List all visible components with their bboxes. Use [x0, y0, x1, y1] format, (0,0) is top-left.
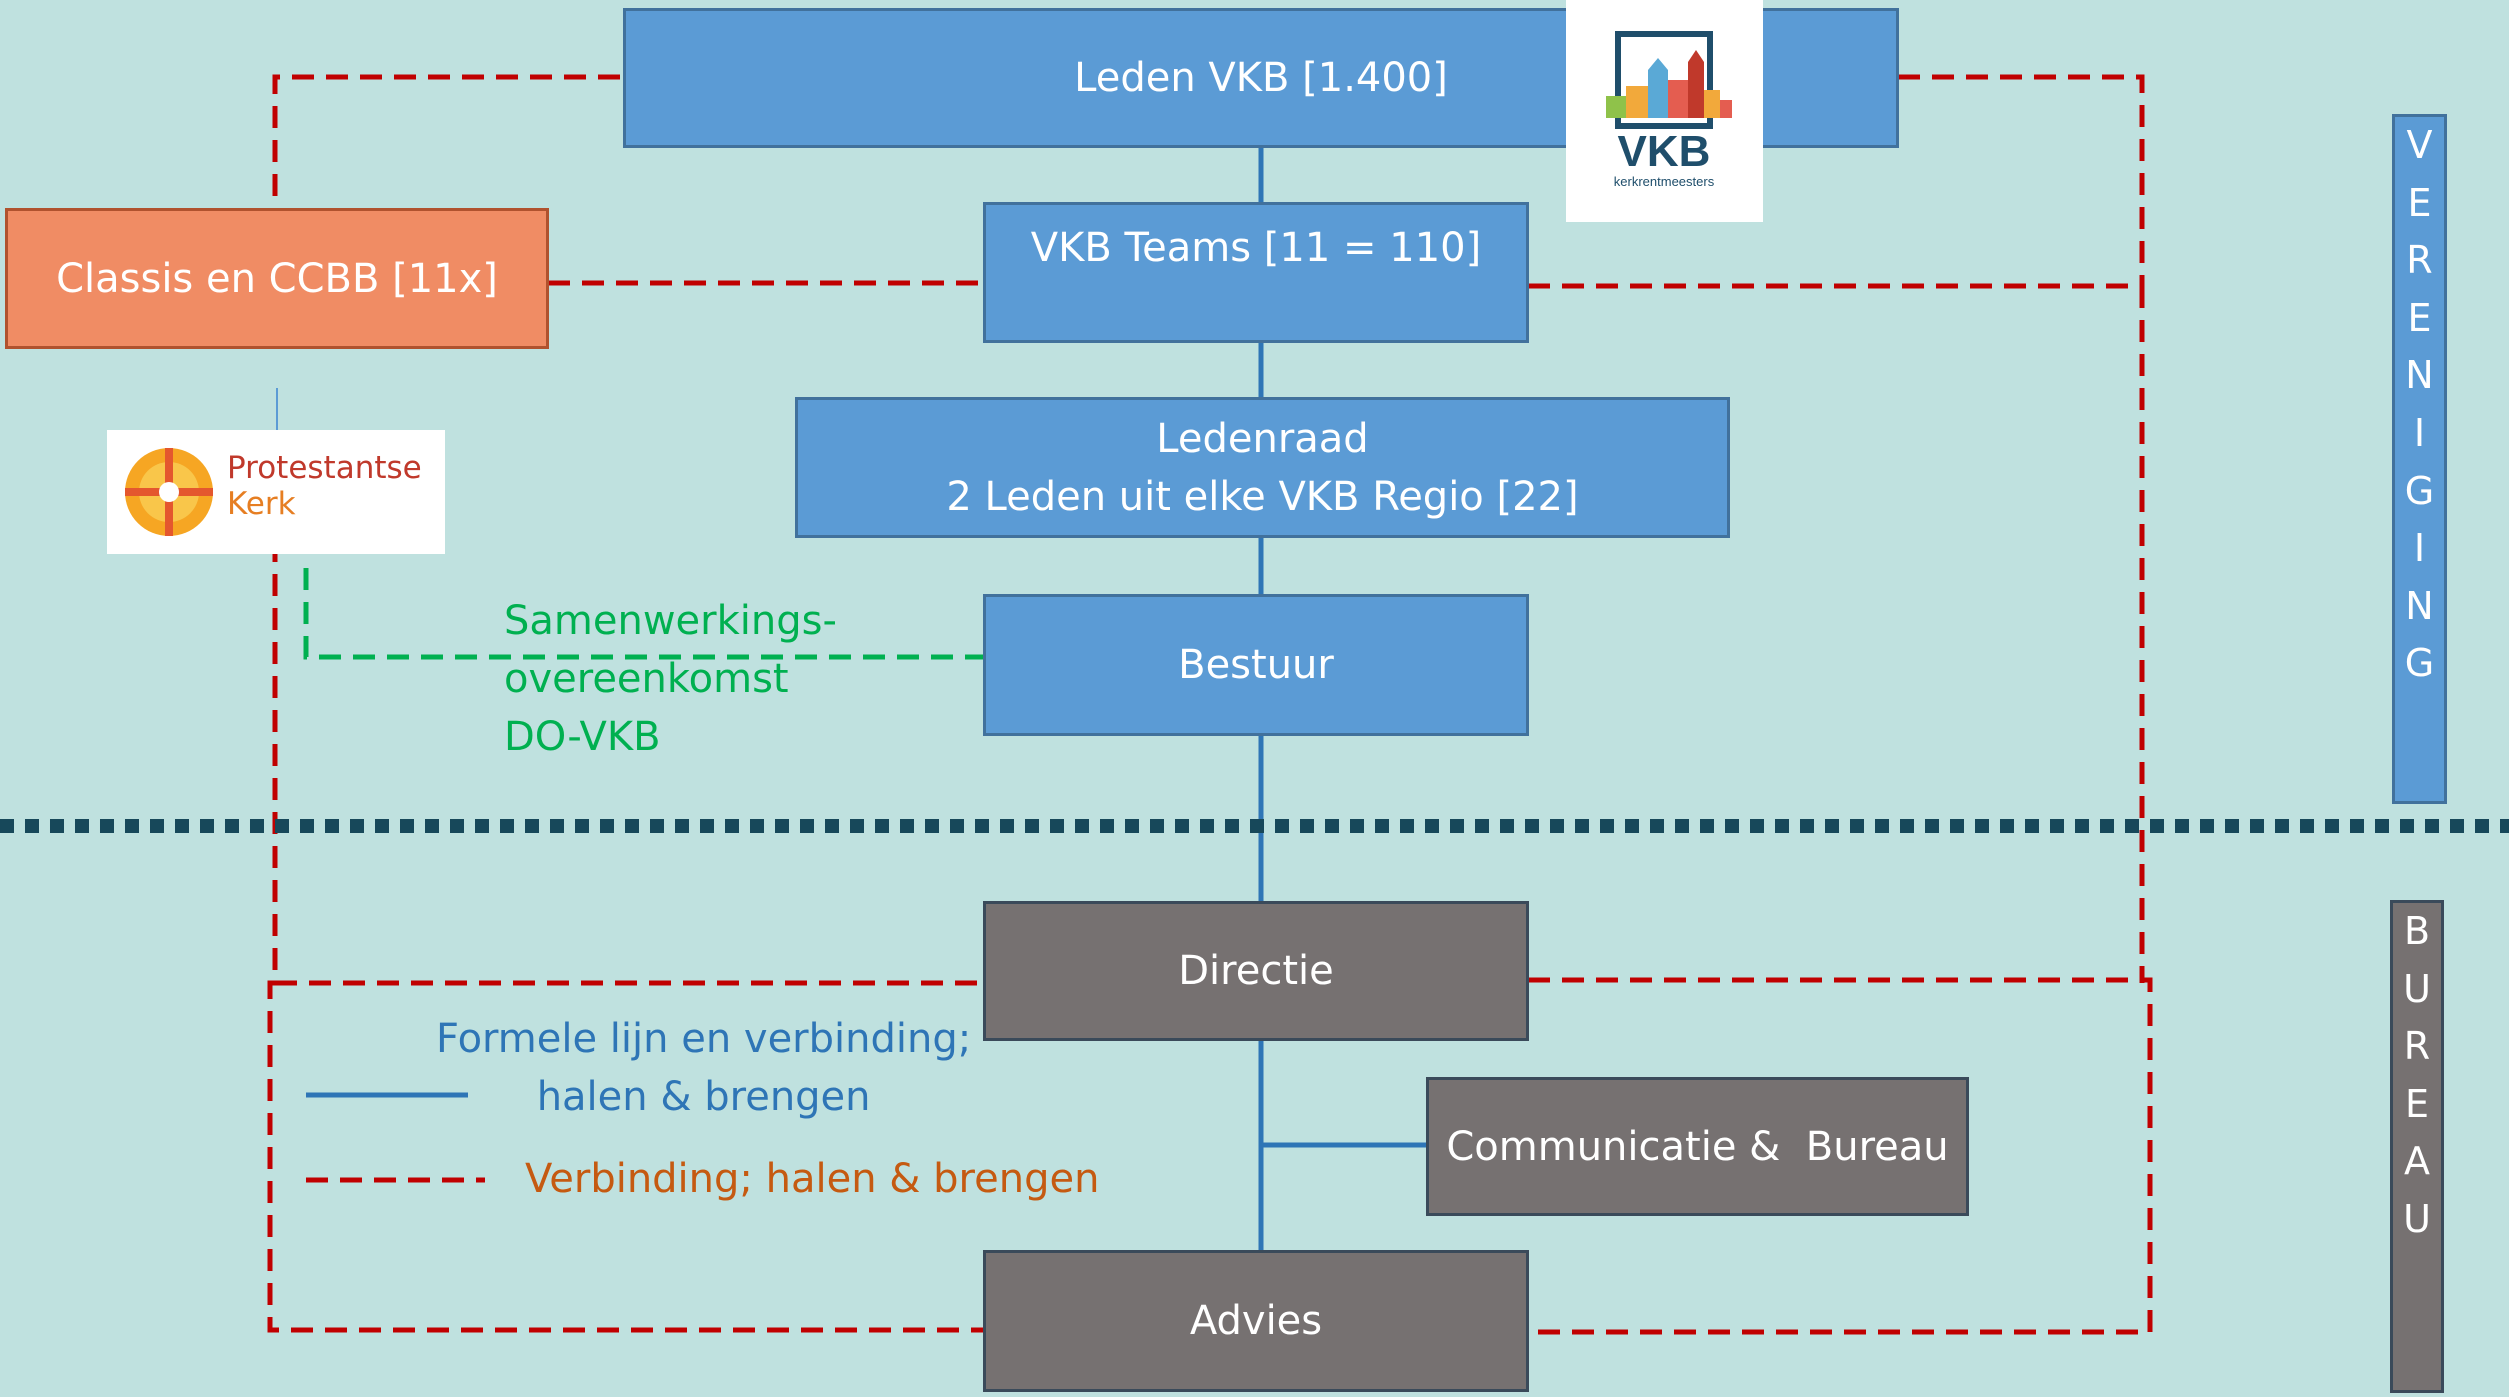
bureau-letter: B: [2403, 909, 2431, 953]
bureau-letter: U: [2403, 966, 2431, 1011]
vereniging-letter: N: [2405, 353, 2434, 398]
pkn-logo-text: Protestantse Kerk: [227, 450, 422, 522]
agreement-line-3: DO-VKB: [504, 714, 661, 760]
bureau-letter: A: [2404, 1139, 2430, 1184]
bestuur-label: Bestuur: [1178, 642, 1334, 688]
bureau-letter: U: [2403, 1196, 2431, 1241]
vkb-logo-title: VKB: [1618, 127, 1711, 176]
ledenraad-box: Ledenraad 2 Leden uit elke VKB Regio [22…: [795, 397, 1730, 538]
agreement-line-2: overeenkomst: [504, 656, 789, 702]
vkb-logo: VKB kerkrentmeesters: [1566, 0, 1763, 222]
communicatie-bureau-box: Communicatie & Bureau: [1426, 1077, 1969, 1216]
vereniging-letter: I: [2413, 526, 2426, 571]
pkn-logo-line-1: Protestantse: [227, 450, 422, 486]
legend-formal-label: Formele lijn en verbinding; halen & bren…: [436, 1010, 971, 1126]
ledenraad-title: Ledenraad: [1156, 415, 1369, 462]
classis-label: Classis en CCBB [11x]: [56, 255, 498, 302]
vereniging-letter: N: [2405, 583, 2434, 628]
legend-dashed-label: Verbinding; halen & brengen: [525, 1156, 1100, 1202]
advies-box: Advies: [983, 1250, 1529, 1392]
legend-formal-line-1: Formele lijn en verbinding;: [436, 1016, 972, 1062]
dashed-link-leden-left: [272, 74, 620, 208]
dashed-link-classis-down: [267, 540, 985, 1333]
vereniging-sidebar: V E R E N I G I N G: [2392, 114, 2447, 804]
legend-formal-line-2: halen & brengen: [536, 1074, 871, 1120]
vkb-teams-label: VKB Teams [11 = 110]: [1030, 225, 1482, 271]
dashed-agreement-link: [303, 568, 985, 660]
pkn-logo-line-2: Kerk: [227, 486, 296, 522]
advies-label: Advies: [1189, 1298, 1323, 1344]
dashed-link-leden-right: [1898, 74, 2145, 286]
vereniging-letter: R: [2406, 238, 2433, 283]
classis-box: Classis en CCBB [11x]: [5, 208, 549, 349]
pkn-logo: Protestantse Kerk: [107, 430, 445, 554]
vereniging-letter: I: [2413, 410, 2426, 455]
dashed-link-directie-right: [1528, 977, 2153, 1335]
agreement-label: Samenwerkings- overeenkomst DO-VKB: [504, 592, 837, 766]
vereniging-letter: V: [2406, 123, 2433, 167]
vereniging-letter: G: [2404, 468, 2435, 513]
vkb-teams-box: VKB Teams [11 = 110]: [983, 202, 1529, 343]
bureau-letter: R: [2403, 1024, 2431, 1069]
bureau-letter: E: [2404, 1081, 2429, 1126]
directie-box: Directie: [983, 901, 1529, 1041]
pkn-sun-icon: [125, 448, 213, 536]
bureau-sidebar: B U R E A U: [2390, 900, 2444, 1393]
leden-vkb-label: Leden VKB [1.400]: [1074, 55, 1448, 101]
bestuur-box: Bestuur: [983, 594, 1529, 736]
vkb-logo-icon: VKB kerkrentmeesters: [1606, 31, 1732, 189]
directie-label: Directie: [1178, 948, 1334, 994]
vereniging-letter: E: [2407, 295, 2432, 340]
agreement-line-1: Samenwerkings-: [504, 598, 837, 644]
ledenraad-subtitle: 2 Leden uit elke VKB Regio [22]: [946, 473, 1579, 520]
vereniging-letter: G: [2404, 641, 2435, 686]
communicatie-bureau-label: Communicatie & Bureau: [1446, 1123, 1949, 1170]
vkb-logo-subtitle: kerkrentmeesters: [1614, 174, 1715, 189]
vereniging-letter: E: [2407, 180, 2432, 225]
